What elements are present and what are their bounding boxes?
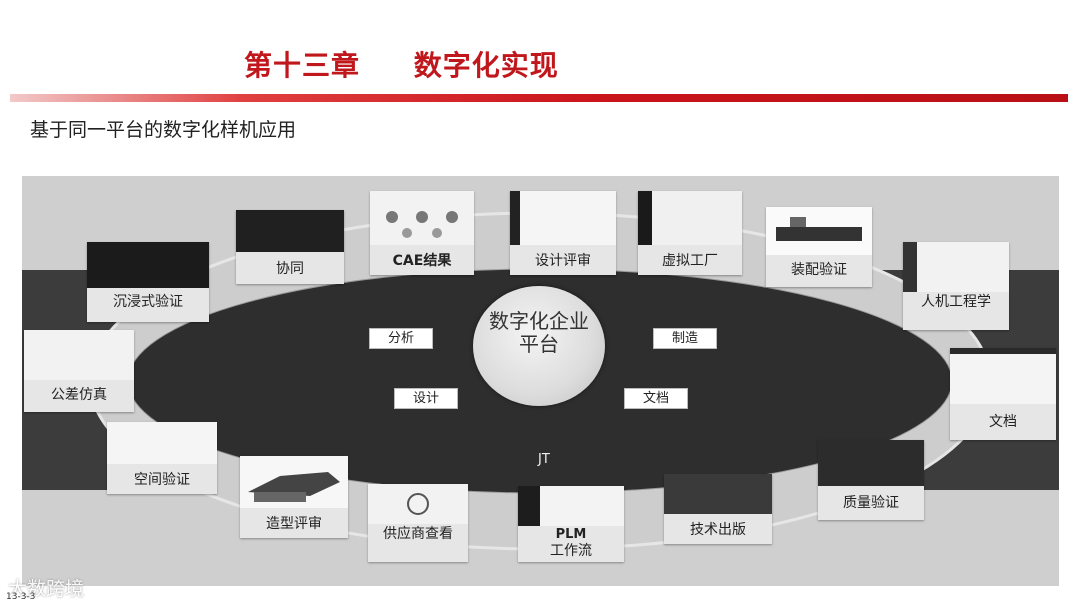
virtual-factory-thumbnail [638, 191, 742, 245]
card-label-ergonomics: 人机工程学 [903, 294, 1009, 311]
card-virtual-factory: 虚拟工厂 [638, 191, 742, 275]
card-label-cae: CAE结果 [370, 253, 474, 270]
card-technical-publishing: 技术出版 [664, 474, 772, 544]
card-ergonomics: 人机工程学 [903, 242, 1009, 330]
card-styling-review: 造型评审 [240, 456, 348, 538]
ergonomics-thumbnail [903, 242, 1009, 292]
card-label-assembly: 装配验证 [766, 262, 872, 279]
card-label-styling: 造型评审 [240, 516, 348, 533]
card-label-plm: PLM [518, 526, 624, 543]
supplier-thumbnail [368, 484, 468, 524]
card-label-virtual-factory: 虚拟工厂 [638, 253, 742, 270]
card-design-review: 设计评审 [510, 191, 616, 275]
tolerance-thumbnail [24, 330, 134, 380]
card-immersive-verification: 沉浸式验证 [87, 242, 209, 322]
card-label-workflow: 工作流 [518, 543, 624, 560]
publish-thumbnail [664, 474, 772, 514]
card-cae-results: CAE结果 [370, 191, 474, 275]
card-label-tolerance: 公差仿真 [24, 387, 134, 404]
card-tolerance-simulation: 公差仿真 [24, 330, 134, 412]
card-collaboration: 协同 [236, 210, 344, 284]
card-space-verification: 空间验证 [107, 422, 217, 494]
design-review-thumbnail [510, 191, 616, 245]
card-label-collab: 协同 [236, 261, 344, 278]
quality-thumbnail [818, 440, 924, 486]
card-quality-verification: 质量验证 [818, 440, 924, 520]
card-label-docs: 文档 [950, 414, 1056, 431]
card-label-supplier: 供应商查看 [368, 526, 468, 543]
card-documents: 文档 [950, 348, 1056, 440]
page-number: 13-3-3 [6, 592, 35, 602]
card-label-publish: 技术出版 [664, 522, 772, 539]
styling-thumbnail [240, 456, 348, 508]
documents-thumbnail [950, 348, 1056, 404]
card-label-space: 空间验证 [107, 472, 217, 489]
assembly-thumbnail [766, 207, 872, 255]
card-label-quality: 质量验证 [818, 495, 924, 512]
card-plm-workflow: PLM 工作流 [518, 486, 624, 562]
card-label-design-review: 设计评审 [510, 253, 616, 270]
immersive-thumbnail [87, 242, 209, 288]
collab-thumbnail [236, 210, 344, 252]
space-thumbnail [107, 422, 217, 464]
cae-thumbnail [370, 191, 474, 245]
plm-thumbnail [518, 486, 624, 526]
card-supplier-view: 供应商查看 [368, 484, 468, 562]
card-assembly-verification: 装配验证 [766, 207, 872, 287]
card-label-immersive: 沉浸式验证 [87, 294, 209, 311]
